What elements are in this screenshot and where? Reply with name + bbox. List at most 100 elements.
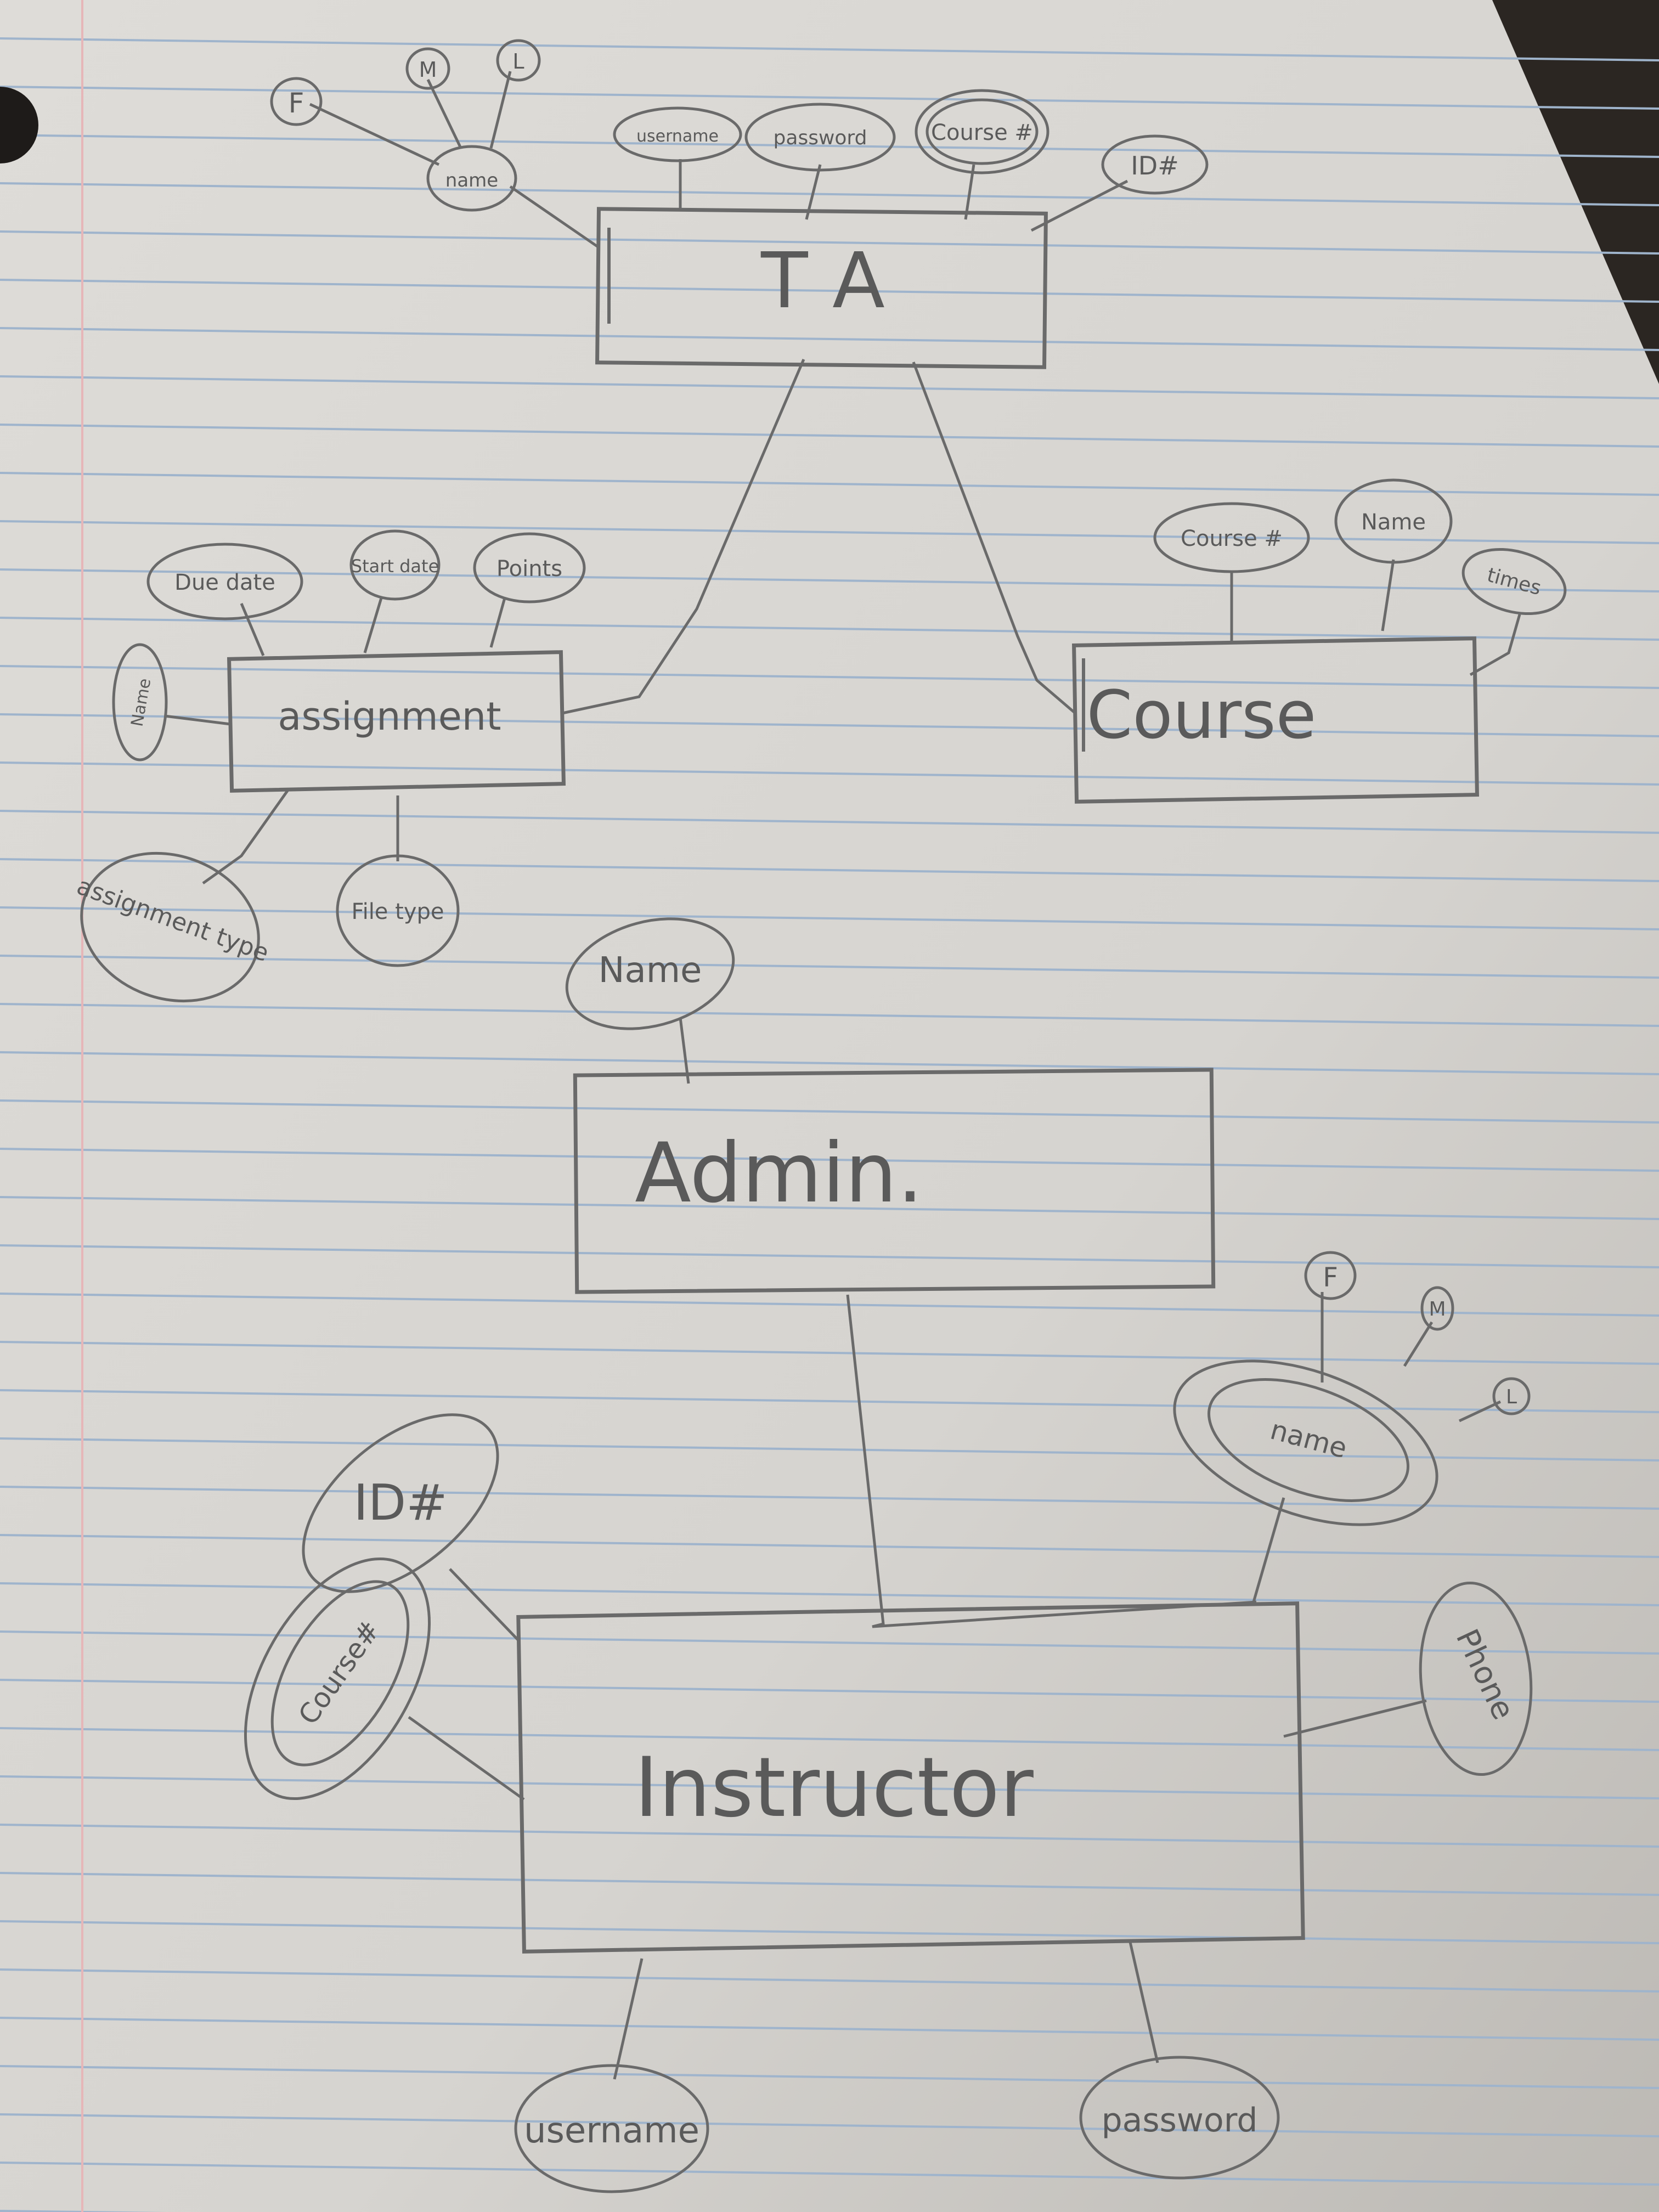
ruled-line xyxy=(0,1486,1659,1510)
svg-text:M: M xyxy=(1429,1298,1446,1321)
svg-text:Points: Points xyxy=(496,556,562,582)
ruled-line xyxy=(0,1341,1659,1365)
entity-assignment: assignment xyxy=(227,650,566,793)
ruled-line xyxy=(0,86,1659,110)
attr-course-name: Name xyxy=(1334,478,1453,564)
ruled-line xyxy=(0,1968,1659,1993)
ruled-line xyxy=(0,568,1659,592)
ruled-line xyxy=(0,1775,1659,1799)
ruled-line xyxy=(0,1003,1659,1027)
ruled-line xyxy=(0,1679,1659,1703)
ruled-line xyxy=(0,1920,1659,1944)
ruled-line xyxy=(0,2017,1659,2041)
attr-assignment-start-date: Start date xyxy=(349,529,441,601)
svg-text:F: F xyxy=(1323,1262,1338,1293)
svg-text:L: L xyxy=(1506,1386,1517,1408)
svg-text:M: M xyxy=(419,58,437,82)
svg-text:Name: Name xyxy=(599,950,702,991)
ruled-line xyxy=(0,472,1659,496)
binder-hole xyxy=(0,87,38,163)
svg-text:username: username xyxy=(636,127,719,146)
attr-instructor-f: F xyxy=(1304,1251,1357,1300)
svg-text:L: L xyxy=(512,49,524,74)
svg-text:Start date: Start date xyxy=(351,556,439,577)
attr-ta-id: ID# xyxy=(1101,134,1209,195)
svg-text:F: F xyxy=(289,87,304,119)
attr-ta-l: L xyxy=(496,39,541,82)
entity-assignment-label: assignment xyxy=(278,694,501,739)
ruled-line xyxy=(0,1727,1659,1751)
svg-text:name: name xyxy=(445,170,498,191)
ruled-line xyxy=(0,665,1659,689)
ruled-line xyxy=(0,617,1659,641)
attr-ta-course: Course # xyxy=(915,89,1049,174)
ruled-line xyxy=(0,134,1659,158)
attr-instructor-password: password xyxy=(1079,2056,1280,2180)
ruled-line xyxy=(0,713,1659,737)
attr-course-number: Course # xyxy=(1153,502,1310,573)
entity-instructor-label: Instructor xyxy=(634,1740,1034,1836)
ruled-line xyxy=(0,520,1659,544)
ruled-line xyxy=(0,1824,1659,1848)
attr-ta-username: username xyxy=(613,106,742,162)
ruled-line xyxy=(0,230,1659,255)
attr-assignment-file-type: File type xyxy=(336,854,460,967)
svg-text:ID#: ID# xyxy=(353,1474,447,1532)
ruled-line xyxy=(0,1196,1659,1220)
entity-admin-label: Admin. xyxy=(635,1126,923,1221)
ruled-line xyxy=(0,182,1659,206)
ruled-line xyxy=(0,1244,1659,1268)
svg-text:Name: Name xyxy=(1361,510,1426,535)
ruled-line xyxy=(0,1437,1659,1462)
attr-admin-name: Name xyxy=(565,917,735,1030)
ruled-line xyxy=(0,327,1659,351)
svg-text:Course #: Course # xyxy=(931,120,1033,145)
ruled-line xyxy=(0,2162,1659,2186)
attr-instructor-m: M xyxy=(1420,1286,1454,1331)
attr-instructor-l: L xyxy=(1492,1377,1531,1415)
ruled-line xyxy=(0,906,1659,930)
svg-text:username: username xyxy=(524,2111,699,2151)
ruled-line xyxy=(0,1148,1659,1172)
svg-text:ID#: ID# xyxy=(1131,151,1179,180)
ruled-line xyxy=(0,761,1659,786)
ruled-line xyxy=(0,858,1659,882)
attr-ta-password: password xyxy=(744,103,896,172)
entity-course: Course xyxy=(1072,636,1480,804)
attr-ta-f: F xyxy=(270,77,323,126)
entity-course-label: Course xyxy=(1087,678,1317,754)
svg-text:File type: File type xyxy=(351,899,444,924)
attr-instructor-id: ID# xyxy=(302,1413,499,1593)
attr-assignment-due-date: Due date xyxy=(146,543,303,620)
ruled-line xyxy=(0,279,1659,303)
ruled-line xyxy=(0,2065,1659,2089)
entity-admin: Admin. xyxy=(573,1068,1216,1294)
ruled-line xyxy=(0,375,1659,399)
ruled-line xyxy=(0,1534,1659,1558)
ruled-line xyxy=(0,955,1659,979)
attr-ta-m: M xyxy=(405,47,450,90)
entity-instructor: Instructor xyxy=(516,1601,1305,1954)
ruled-line xyxy=(0,1293,1659,1317)
svg-text:password: password xyxy=(774,127,867,149)
ruled-line xyxy=(0,424,1659,448)
line-ta-assignment xyxy=(562,359,805,715)
svg-text:password: password xyxy=(1102,2101,1258,2140)
svg-text:Due date: Due date xyxy=(174,570,275,595)
attr-ta-name: name xyxy=(426,145,517,212)
entity-ta-label: T A xyxy=(760,236,885,326)
entity-ta: T A xyxy=(595,207,1048,369)
ruled-line xyxy=(0,1099,1659,1124)
line-admin-instructor xyxy=(846,1294,1257,1628)
line-ta-course xyxy=(912,362,1076,714)
ruled-line xyxy=(0,1872,1659,1896)
ruled-line xyxy=(0,1582,1659,1606)
ruled-line xyxy=(0,2113,1659,2137)
ruled-line xyxy=(0,1051,1659,1075)
attr-assignment-points: Points xyxy=(473,532,586,603)
ruled-line xyxy=(0,1389,1659,1413)
ruled-line xyxy=(0,810,1659,834)
